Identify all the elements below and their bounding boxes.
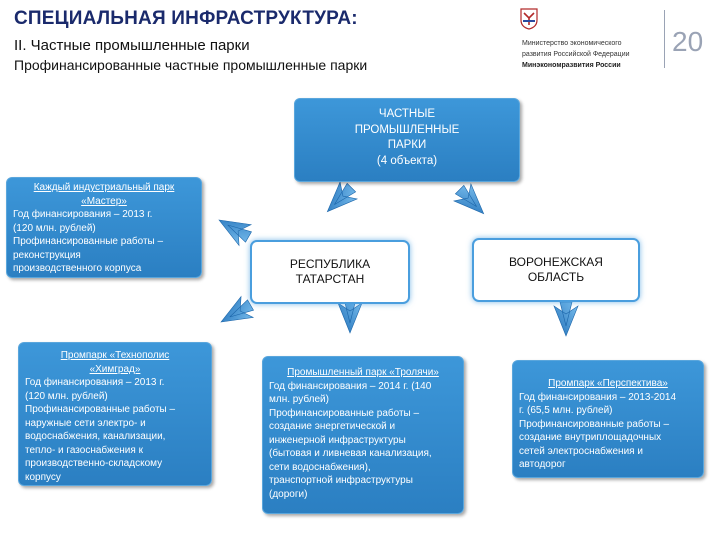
section-subtitle: II. Частные промышленные парки	[14, 37, 250, 54]
node-line: инженерной инфраструктуры	[269, 434, 406, 446]
node-line: корпусу	[25, 471, 61, 483]
node-line: ПАРКИ	[387, 139, 427, 151]
node-line: ЧАСТНЫЕ	[378, 108, 436, 120]
node-line: ОБЛАСТЬ	[527, 270, 585, 284]
node-line: реконструкция	[13, 249, 81, 261]
node-line: Год финансирования – 2014 г. (140	[269, 380, 432, 392]
node-title: Каждый индустриальный парк	[33, 182, 175, 193]
node-title: Промпарк «Перспектива»	[548, 378, 668, 389]
page-title: СПЕЦИАЛЬНАЯ ИНФРАСТРУКТУРА:	[14, 8, 358, 29]
ministry-logo-icon	[520, 8, 538, 30]
node-voronezh: ВОРОНЕЖСКАЯ ОБЛАСТЬ	[472, 238, 640, 302]
arrow-voronezh-to-perspektiva	[553, 301, 579, 337]
node-line: г. (65,5 млн. рублей)	[519, 405, 613, 416]
node-park-perspektiva: Промпарк «Перспектива» Год финансировани…	[512, 360, 704, 478]
node-line: ПРОМЫШЛЕННЫЕ	[354, 123, 460, 136]
node-line: тепло- и газоснабжения к	[25, 444, 143, 456]
node-line: (4 объекта)	[376, 154, 438, 167]
node-line: ТАТАРСТАН	[295, 272, 365, 286]
arrow-tatarstan-to-himgrad	[220, 295, 255, 323]
node-line: водоснабжения, канализации,	[25, 431, 166, 442]
node-title: Промпарк «Технополис	[60, 350, 170, 361]
node-line: млн. рублей)	[269, 394, 329, 405]
node-line: транспортной инфраструктуры	[269, 475, 413, 486]
node-line: наружные сети электро- и	[25, 417, 146, 429]
ministry-line-2: развития Российской Федерации	[522, 51, 630, 58]
node-line: (бытовая и ливневая канализация,	[269, 448, 432, 459]
ministry-line-3: Минэкономразвития России	[522, 62, 621, 69]
arrow-top-to-tatarstan	[326, 180, 359, 213]
arrow-tatarstan-to-master	[218, 219, 253, 247]
node-title: «Мастер»	[81, 195, 127, 207]
ministry-caption: Министерство экономического развития Рос…	[522, 38, 662, 71]
arrow-top-to-voronezh	[452, 182, 485, 215]
ministry-line-1: Министерство экономического	[522, 40, 622, 47]
node-line: производственного корпуса	[13, 263, 142, 274]
node-line: ВОРОНЕЖСКАЯ	[509, 255, 603, 269]
slide-subtitle: Профинансированные частные промышленные …	[14, 57, 368, 73]
node-park-trolyachi: Промышленный парк «Тролячи» Год финансир…	[262, 356, 464, 514]
node-line: Год финансирования – 2013 г.	[25, 377, 165, 388]
node-line: Год финансирования – 2013 г.	[13, 209, 153, 220]
node-line: Профинансированные работы –	[269, 407, 420, 419]
node-line: создание энергетической и	[269, 421, 396, 432]
node-line: сети водоснабжения),	[269, 461, 371, 473]
node-line: (120 млн. рублей)	[13, 222, 96, 234]
node-title: «Химград»	[89, 363, 141, 375]
node-park-master: Каждый индустриальный парк «Мастер» Год …	[6, 177, 202, 278]
node-line: производственно-складскому	[25, 458, 163, 469]
node-line: Профинансированные работы –	[519, 418, 670, 430]
node-line: сетей электроснабжения и	[519, 445, 643, 457]
node-line: создание внутриплощадочных	[519, 432, 662, 443]
node-title: Промышленный парк «Тролячи»	[287, 367, 439, 378]
node-line: Профинансированные работы –	[25, 404, 176, 415]
node-line: РЕСПУБЛИКА	[289, 257, 371, 271]
node-tatarstan: РЕСПУБЛИКА ТАТАРСТАН	[250, 240, 410, 304]
node-line: автодорог	[519, 459, 566, 470]
header-divider	[664, 10, 665, 68]
node-private-parks: ЧАСТНЫЕ ПРОМЫШЛЕННЫЕ ПАРКИ (4 объекта)	[294, 98, 520, 182]
node-line: (дороги)	[269, 488, 308, 500]
node-line: Год финансирования – 2013-2014	[519, 391, 677, 403]
node-park-himgrad: Промпарк «Технополис «Химград» Год финан…	[18, 342, 212, 486]
arrow-tatarstan-to-trolyachi	[337, 298, 363, 334]
node-line: Профинансированные работы –	[13, 236, 164, 247]
node-line: (120 млн. рублей)	[25, 390, 108, 402]
page-number: 20	[672, 26, 704, 57]
